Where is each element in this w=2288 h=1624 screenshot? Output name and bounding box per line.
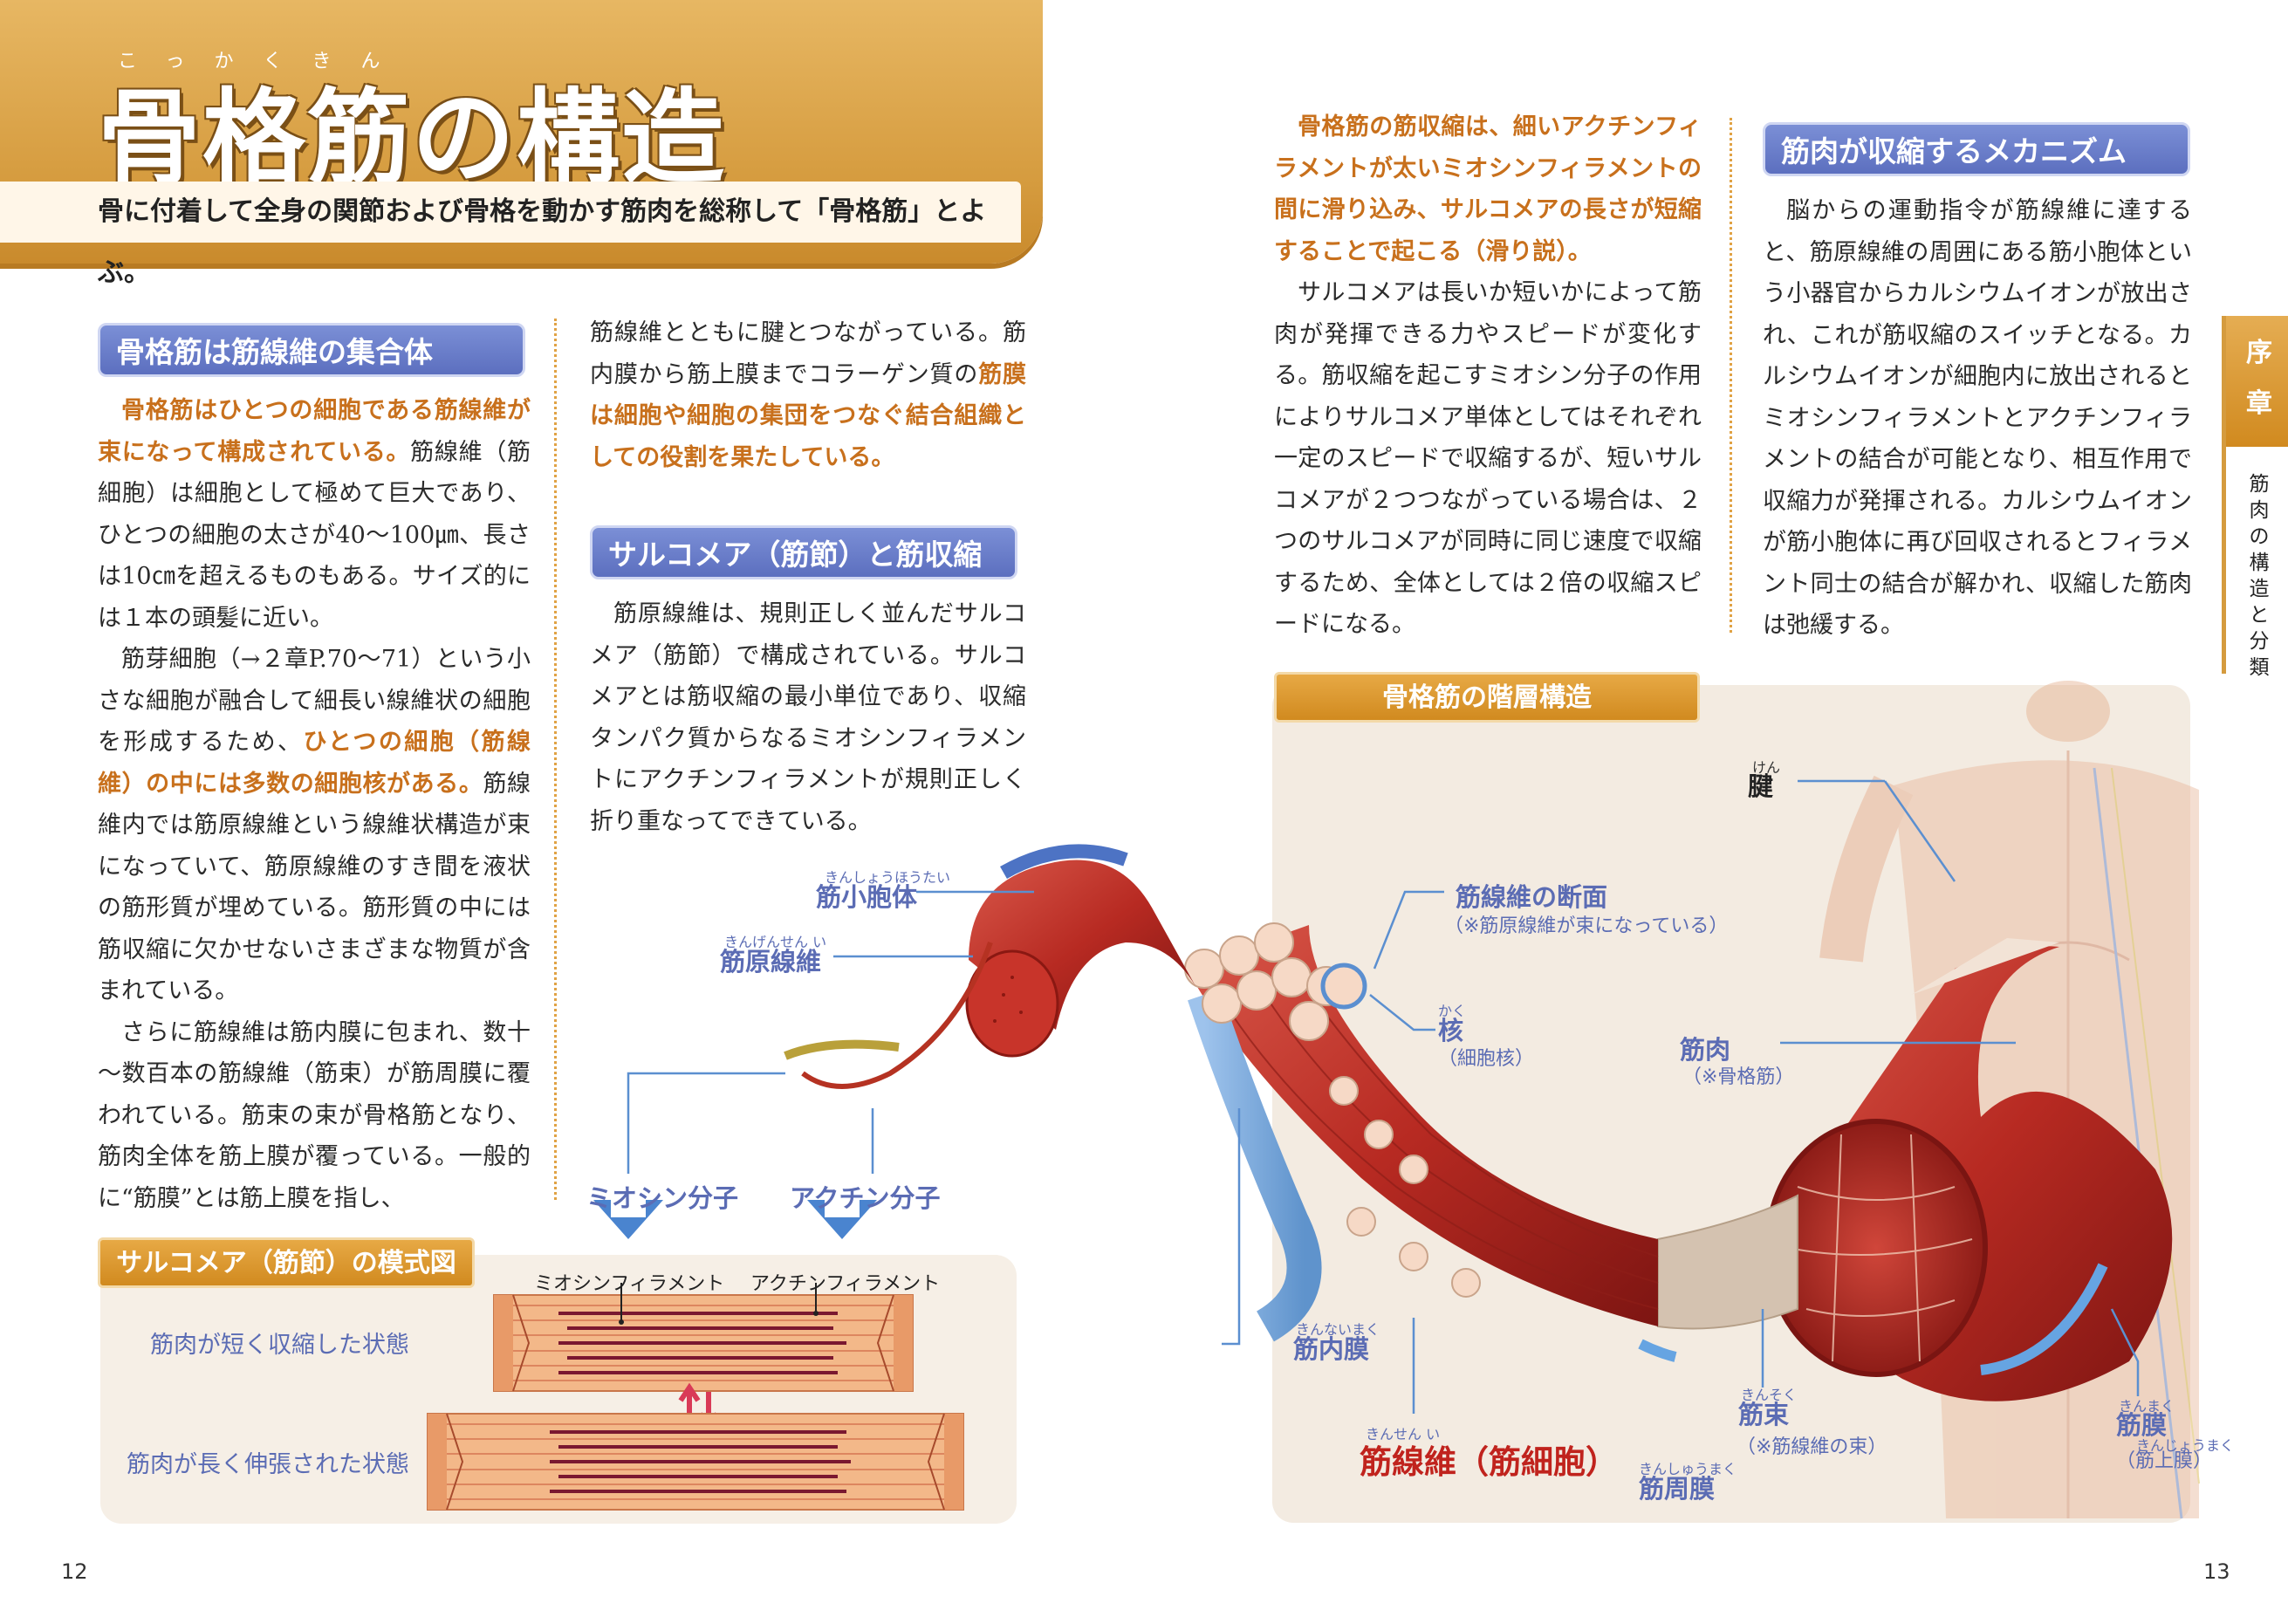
actin-molecule-label: アクチン分子: [790, 1183, 941, 1213]
fascicle-ruby: きんそく: [1741, 1387, 1798, 1403]
chapter-side-tab: 序 章 筋 肉 の 構 造 と 分 類: [2222, 316, 2288, 679]
muscle-fiber-label: 筋線維（筋細胞）: [1360, 1443, 1618, 1481]
column-divider: [554, 319, 557, 1200]
endomysium-label: 筋内膜: [1293, 1334, 1370, 1364]
section1-paragraph-4: 筋線維とともに腱とつながっている。筋内膜から筋上膜までコラーゲン質の筋膜は細胞や…: [590, 312, 1026, 478]
fiber-section-label: 筋線維の断面: [1456, 882, 1608, 912]
section-char: 分: [2249, 630, 2270, 653]
myofibril-label: 筋原線維: [720, 947, 822, 976]
hierarchy-panel-background: [1272, 685, 2190, 1523]
page-subtitle: 骨に付着して全身の関節および骨格を動かす筋肉を総称して「骨格筋」とよぶ。: [0, 182, 1021, 288]
epimysium-label: 筋膜: [2116, 1410, 2168, 1440]
muscle-label: 筋肉: [1680, 1035, 1731, 1065]
section-header-mechanism: 筋肉が収縮するメカニズム: [1763, 122, 2190, 176]
section3-body: 骨格筋の筋収縮は、細いアクチンフィラメントが太いミオシンフィラメントの間に滑り込…: [1274, 106, 1702, 646]
body-text: 筋線維（筋細胞）は細胞として極めて巨大であり、ひとつの細胞の太さが40～100㎛…: [98, 438, 531, 632]
body-text: さらに筋線維は筋内膜に包まれ、数十～数百本の筋線維（筋束）が筋周膜に覆われている…: [98, 1018, 531, 1212]
body-text: 筋線維とともに腱とつながっている。筋内膜から筋上膜までコラーゲン質の: [590, 319, 1026, 388]
chapter-char: 序: [2246, 338, 2272, 368]
section-char: 肉: [2249, 499, 2270, 522]
tendon-ruby: けん: [1752, 759, 1781, 776]
page-title: 骨格筋の構造: [98, 78, 727, 198]
sr-ruby: きんしょうほうたい: [825, 869, 951, 886]
section-char: 筋: [2249, 473, 2270, 496]
perimysium-ruby: きんしゅうまく: [1639, 1461, 1737, 1477]
body-text: 筋線維内では筋原線維という線維状構造が束になっていて、筋原線維のすき間を液状の筋…: [98, 770, 531, 1005]
section1-paragraph-2: 筋芽細胞（→２章P.70～71）という小さな細胞が融合して細長い線維状の細胞を形…: [98, 639, 531, 1012]
section-header-sarcomere: サルコメア（筋節）と筋収縮: [590, 525, 1017, 579]
section3-paragraph-1: 骨格筋の筋収縮は、細いアクチンフィラメントが太いミオシンフィラメントの間に滑り込…: [1274, 106, 1702, 272]
section1-continued: 筋線維とともに腱とつながっている。筋内膜から筋上膜までコラーゲン質の筋膜は細胞や…: [590, 312, 1026, 478]
section1-body: 骨格筋はひとつの細胞である筋線維が束になって構成されている。筋線維（筋細胞）は細…: [98, 390, 531, 1219]
section4-paragraph: 脳からの運動指令が筋線維に達すると、筋原線維の周囲にある筋小胞体という小器官から…: [1763, 197, 2192, 639]
epimysium-note: （筋上膜）: [2116, 1450, 2213, 1472]
highlight-text: 骨格筋の筋収縮は、細いアクチンフィラメントが太いミオシンフィラメントの間に滑り込…: [1274, 113, 1702, 265]
fiber-ruby: きんせん い: [1366, 1426, 1441, 1442]
hierarchy-diagram-header: 骨格筋の階層構造: [1274, 672, 1700, 723]
section-char: 類: [2249, 656, 2270, 679]
fascicle-label: 筋束: [1738, 1400, 1790, 1429]
state-stretched-label: 筋肉が長く伸張された状態: [127, 1451, 409, 1478]
section-char: と: [2249, 604, 2270, 627]
highlight-text: 筋膜は細胞や細胞の集団をつなぐ結合組織としての役割を果たしている。: [590, 360, 1027, 471]
section4-body: 脳からの運動指令が筋線維に達すると、筋原線維の周囲にある筋小胞体という小器官から…: [1763, 190, 2192, 647]
section3-paragraph-2: サルコメアは長いか短いかによって筋肉が発揮できる力やスピードが変化する。筋収縮を…: [1274, 279, 1702, 638]
column-divider: [1730, 118, 1732, 633]
highlight-text: ひとつの細胞（筋線維）の中には多数の細胞核がある。: [98, 729, 531, 798]
title-ruby: こっかくきん: [118, 51, 410, 72]
highlight-text: 骨格筋はひとつの細胞である筋線維が束になって構成されている。: [98, 397, 531, 466]
myosin-filament-label: ミオシンフィラメント: [534, 1273, 725, 1295]
nucleus-label: 核: [1438, 1016, 1464, 1045]
page-number-right: 13: [2203, 1559, 2230, 1584]
title-banner: こっかくきん 骨格筋の構造 骨に付着して全身の関節および骨格を動かす筋肉を総称し…: [0, 0, 1043, 288]
nucleus-note: （細胞核）: [1438, 1048, 1535, 1070]
myosin-molecule-label: ミオシン分子: [586, 1183, 739, 1213]
section-char: 構: [2249, 552, 2270, 574]
section2-paragraph: 筋原線維は、規則正しく並んだサルコメア（筋節）で構成されている。サルコメアとは筋…: [590, 600, 1026, 835]
perimysium-label: 筋周膜: [1639, 1474, 1716, 1504]
body-text: 筋芽細胞（→２章P.70～71）という小さな細胞が融合して細長い線維状の細胞を形…: [98, 646, 531, 756]
fascicle-note: （※筋線維の束）: [1737, 1436, 1887, 1458]
sarcoplasmic-reticulum-label: 筋小胞体: [816, 882, 918, 912]
section-header-fiber-bundle: 骨格筋は筋線維の集合体: [98, 323, 525, 377]
tendon-label: 腱: [1748, 771, 1774, 801]
section-char: 造: [2249, 578, 2270, 600]
myofibril-ruby: きんげんせん い: [724, 934, 827, 950]
muscle-note: （※骨格筋）: [1682, 1066, 1795, 1088]
nucleus-ruby: かく: [1438, 1003, 1467, 1019]
section1-paragraph-1: 骨格筋はひとつの細胞である筋線維が束になって構成されている。筋線維（筋細胞）は細…: [98, 390, 531, 639]
section1-paragraph-3: さらに筋線維は筋内膜に包まれ、数十～数百本の筋線維（筋束）が筋周膜に覆われている…: [98, 1012, 531, 1220]
section-char: の: [2249, 525, 2270, 548]
actin-filament-label: アクチンフィラメント: [750, 1273, 941, 1295]
chapter-char: 章: [2246, 388, 2272, 419]
fiber-section-note: （※筋原線維が束になっている）: [1444, 915, 1729, 937]
epimysium-note-ruby: きんじょうまく: [2136, 1437, 2235, 1454]
chapter-tab-label: 序 章: [2226, 316, 2288, 447]
section2-body: 筋原線維は、規則正しく並んだサルコメア（筋節）で構成されている。サルコメアとは筋…: [590, 593, 1026, 842]
chapter-section-label: 筋 肉 の 構 造 と 分 類: [2226, 471, 2288, 681]
endomysium-ruby: きんないまく: [1296, 1321, 1380, 1338]
epimysium-ruby: きんまく: [2119, 1398, 2175, 1415]
sarcomere-diagram-header: サルコメア（筋節）の模式図: [98, 1237, 475, 1288]
state-contracted-label: 筋肉が短く収縮した状態: [150, 1332, 409, 1359]
page-number-left: 12: [61, 1559, 88, 1584]
